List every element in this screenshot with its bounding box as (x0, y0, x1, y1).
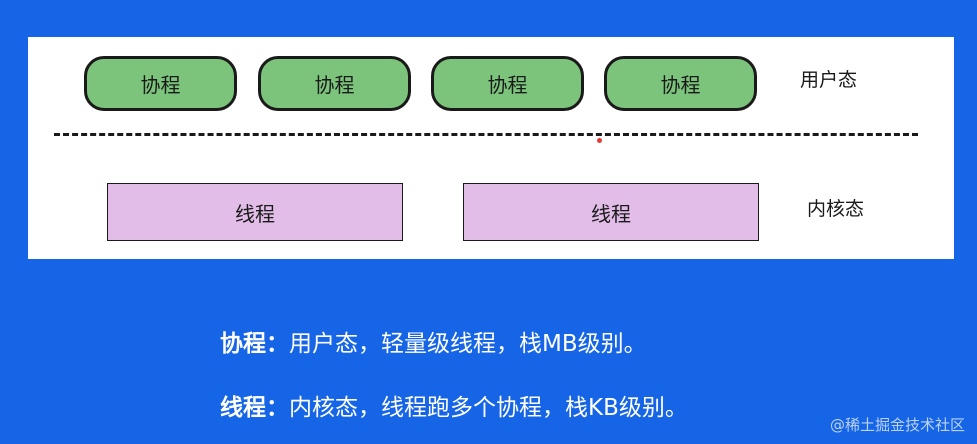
thread-box: 线程 (463, 183, 759, 241)
user-kernel-divider (54, 133, 918, 136)
diagram-panel: 协程 协程 协程 协程 用户态 线程 线程 内核态 (28, 37, 954, 259)
coroutine-box: 协程 (84, 56, 237, 111)
user-space-label: 用户态 (800, 69, 858, 91)
caption-term: 协程： (220, 331, 289, 357)
caption-text: 用户态，轻量级线程，栈MB级别。 (289, 331, 647, 357)
thread-caption: 线程：内核态，线程跑多个协程，栈KB级别。 (220, 388, 688, 422)
watermark: @稀土掘金技术社区 (829, 416, 965, 434)
kernel-space-label: 内核态 (807, 198, 865, 220)
coroutine-box: 协程 (258, 56, 411, 111)
coroutine-caption: 协程：用户态，轻量级线程，栈MB级别。 (220, 324, 647, 358)
pointer-dot (597, 138, 602, 143)
caption-term: 线程： (220, 395, 289, 421)
coroutine-box: 协程 (604, 56, 757, 111)
coroutine-box: 协程 (431, 56, 584, 111)
caption-text: 内核态，线程跑多个协程，栈KB级别。 (289, 395, 688, 421)
thread-box: 线程 (107, 183, 403, 241)
